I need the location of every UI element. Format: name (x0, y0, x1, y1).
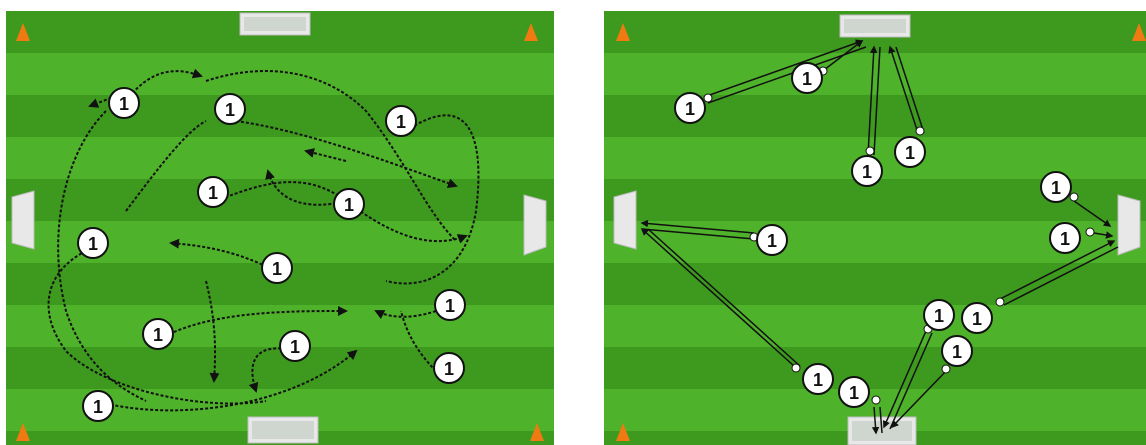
player-marker: 1 (1041, 172, 1071, 202)
player-marker: 1 (78, 228, 108, 258)
svg-text:1: 1 (905, 143, 915, 163)
goal-left (12, 191, 34, 249)
svg-text:1: 1 (972, 309, 982, 329)
player-marker: 1 (334, 189, 364, 219)
ball-icon (1070, 193, 1078, 201)
svg-text:1: 1 (952, 342, 962, 362)
svg-text:1: 1 (802, 69, 812, 89)
player-marker: 1 (1050, 223, 1080, 253)
player-marker: 1 (143, 319, 173, 349)
player-marker: 1 (962, 303, 992, 333)
dribbling-drill-diagram: 1 1 1 1 1 1 1 1 1 1 1 1 (6, 11, 554, 445)
goal-right (1118, 195, 1140, 255)
ball-icon (872, 396, 880, 404)
svg-text:1: 1 (813, 370, 823, 390)
svg-text:1: 1 (272, 259, 282, 279)
player-marker: 1 (895, 137, 925, 167)
player-marker: 1 (83, 391, 113, 421)
svg-text:1: 1 (445, 296, 455, 316)
player-marker: 1 (803, 364, 833, 394)
ball-icon (1086, 228, 1094, 236)
ball-icon (704, 94, 712, 102)
ball-icon (996, 298, 1004, 306)
player-marker: 1 (757, 225, 787, 255)
ball-icon (792, 364, 800, 372)
svg-text:1: 1 (849, 383, 859, 403)
svg-text:1: 1 (93, 397, 103, 417)
player-marker: 1 (386, 106, 416, 136)
svg-text:1: 1 (153, 325, 163, 345)
svg-text:1: 1 (767, 231, 777, 251)
ball-icon (942, 365, 950, 373)
svg-text:1: 1 (208, 183, 218, 203)
ball-icon (916, 127, 924, 135)
svg-text:1: 1 (685, 99, 695, 119)
svg-text:1: 1 (934, 306, 944, 326)
goal-bottom (248, 417, 318, 443)
goal-top (840, 15, 910, 37)
player-marker: 1 (852, 156, 882, 186)
goal-right (524, 195, 546, 255)
svg-text:1: 1 (290, 337, 300, 357)
svg-text:1: 1 (396, 112, 406, 132)
goal-top (240, 13, 310, 35)
svg-text:1: 1 (225, 100, 235, 120)
svg-text:1: 1 (1060, 229, 1070, 249)
svg-text:1: 1 (88, 234, 98, 254)
svg-text:1: 1 (444, 359, 454, 379)
svg-text:1: 1 (862, 162, 872, 182)
svg-text:1: 1 (1051, 178, 1061, 198)
svg-text:1: 1 (344, 195, 354, 215)
dribbling-drill-pitch: 1 1 1 1 1 1 1 1 1 1 1 1 (6, 11, 554, 445)
player-marker: 1 (839, 377, 869, 407)
player-marker: 1 (792, 63, 822, 93)
player-marker: 1 (280, 331, 310, 361)
svg-text:1: 1 (119, 94, 129, 114)
player-marker: 1 (434, 353, 464, 383)
player-marker: 1 (924, 300, 954, 330)
shooting-drill-pitch: 1 1 1 1 1 1 1 1 1 1 1 1 (604, 11, 1146, 445)
player-marker: 1 (109, 88, 139, 118)
player-marker: 1 (942, 336, 972, 366)
player-marker: 1 (215, 94, 245, 124)
player-marker: 1 (675, 93, 705, 123)
player-marker: 1 (262, 253, 292, 283)
player-marker: 1 (435, 290, 465, 320)
shooting-drill-diagram: 1 1 1 1 1 1 1 1 1 1 1 1 (604, 11, 1146, 445)
player-marker: 1 (198, 177, 228, 207)
goal-left (614, 191, 636, 249)
ball-icon (866, 147, 874, 155)
